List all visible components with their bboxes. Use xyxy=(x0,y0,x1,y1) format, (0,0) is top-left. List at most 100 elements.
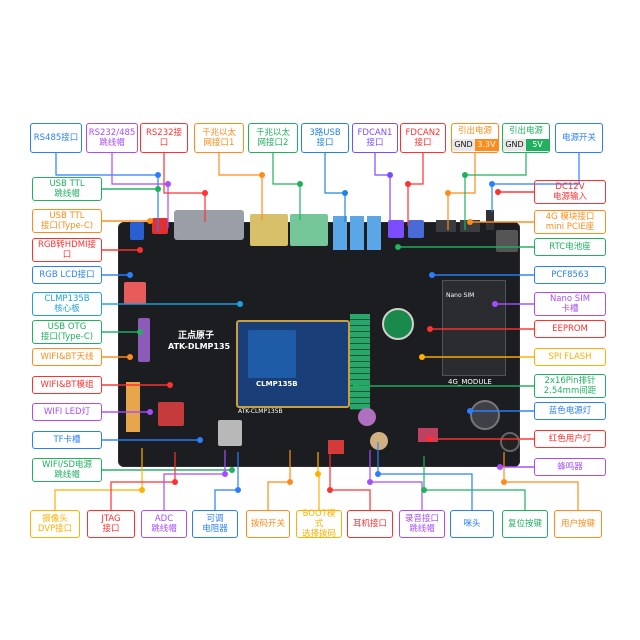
right-label-text-1: 4G 模块接口 mini PCIE座 xyxy=(545,212,595,232)
bottom-callout-dot-2 xyxy=(222,471,228,477)
top-label-text-7: FDCAN2 接口 xyxy=(405,128,441,148)
top-callout-dot-6 xyxy=(387,172,393,178)
top-label-7: FDCAN2 接口 xyxy=(400,123,446,153)
right-label-text-2: RTC电池座 xyxy=(549,242,591,252)
top-label-sub-9-0: GND xyxy=(503,139,526,151)
bottom-label-3: 可调 电阻器 xyxy=(192,510,238,538)
top-callout-line-9 xyxy=(465,153,527,176)
left-label-text-5: USB OTG 接口(Type-C) xyxy=(40,322,94,342)
bottom-callout-dot-3 xyxy=(235,487,241,493)
top-callout-dot-10 xyxy=(489,181,495,187)
core-silk-text: ATK-CLMP135B xyxy=(238,408,283,415)
pcb-board: CLMP135B 正点原子 ATK-DLMP135 ATK-CLMP135B 4… xyxy=(118,210,520,467)
hdmi-connector xyxy=(124,282,146,304)
rs485-connector xyxy=(130,222,144,240)
power-header-5v xyxy=(460,220,480,232)
right-label-6: SPI FLASH xyxy=(534,348,606,366)
top-label-2: RS232接 口 xyxy=(140,123,188,153)
core-board: CLMP135B xyxy=(236,320,350,408)
bottom-label-text-0: 摄像头 DVP接口 xyxy=(37,514,73,534)
left-callout-dot-10 xyxy=(229,467,235,473)
right-label-7: 2x16Pin排针 2.54mm间距 xyxy=(534,374,606,398)
right-label-1: 4G 模块接口 mini PCIE座 xyxy=(534,210,606,234)
left-label-text-9: TF卡槽 xyxy=(53,435,81,445)
bottom-callout-line-1 xyxy=(110,481,175,510)
top-callout-dot-8 xyxy=(445,190,451,196)
bottom-label-text-5: BOOT模式 选择拨码 xyxy=(301,509,336,539)
bottom-label-1: JTAG 接口 xyxy=(87,510,135,538)
top-callout-line-3 xyxy=(218,153,262,176)
bottom-callout-dot-4 xyxy=(287,479,293,485)
top-callout-line-2 xyxy=(163,153,205,194)
bottom-callout-dot-10 xyxy=(501,479,507,485)
top-callout-dot-3 xyxy=(259,172,265,178)
wifi-module xyxy=(158,402,184,426)
right-callout-dot-0 xyxy=(495,189,501,195)
tf-card-slot xyxy=(218,420,242,446)
left-label-5: USB OTG 接口(Type-C) xyxy=(32,320,102,344)
bottom-label-text-9: 复位按键 xyxy=(507,519,542,529)
top-callout-line-5 xyxy=(324,153,345,194)
fdcan2-connector xyxy=(408,220,424,238)
bottom-label-text-3: 可调 电阻器 xyxy=(202,514,228,534)
bottom-label-7: 录音接口 跳线帽 xyxy=(399,510,445,538)
left-callout-dot-0 xyxy=(155,186,161,192)
bottom-callout-line-4 xyxy=(267,481,290,510)
bottom-label-text-10: 用户按键 xyxy=(560,519,595,529)
bottom-callout-line-0 xyxy=(54,489,142,510)
ethernet2-jack xyxy=(290,214,328,246)
top-label-sub-8-0: GND xyxy=(452,139,475,151)
power-switch xyxy=(486,210,494,230)
left-label-3: RGB LCD接口 xyxy=(32,266,102,284)
bottom-label-text-1: JTAG 接口 xyxy=(101,514,121,534)
ethernet1-jack xyxy=(250,214,288,246)
bottom-callout-dot-8 xyxy=(375,471,381,477)
bottom-label-5: BOOT模式 选择拨码 xyxy=(296,509,342,539)
right-label-8: 蓝色电源灯 xyxy=(534,402,606,420)
top-label-3: 千兆以太 网接口1 xyxy=(194,123,244,153)
right-label-text-7: 2x16Pin排针 2.54mm间距 xyxy=(543,376,597,396)
top-callout-dot-5 xyxy=(342,190,348,196)
mini-pcie-slot xyxy=(442,280,506,376)
brand-logo-mark xyxy=(470,400,500,430)
left-label-text-10: WIFI/SD电源 跳线帽 xyxy=(41,460,93,480)
top-callout-line-7 xyxy=(408,153,424,185)
top-callout-dot-1 xyxy=(165,181,171,187)
top-label-text-3: 千兆以太 网接口1 xyxy=(201,128,236,148)
left-label-text-1: USB TTL 接口(Type-C) xyxy=(40,211,94,231)
bottom-label-0: 摄像头 DVP接口 xyxy=(30,510,80,538)
microphone xyxy=(370,432,388,450)
bottom-callout-dot-9 xyxy=(421,487,427,493)
right-label-text-6: SPI FLASH xyxy=(548,352,592,362)
left-label-text-2: RGB转HDMI接 口 xyxy=(37,240,97,260)
top-callout-line-4 xyxy=(272,153,300,185)
left-label-8: WIFI LED灯 xyxy=(32,403,102,421)
top-callout-dot-4 xyxy=(297,181,303,187)
right-label-5: EEPROM xyxy=(534,320,606,338)
bottom-callout-line-10 xyxy=(504,481,579,510)
left-label-4: CLMP135B 核心板 xyxy=(32,292,102,316)
top-label-text-4: 千兆以太 网接口2 xyxy=(255,128,290,148)
bottom-callout-dot-1 xyxy=(172,479,178,485)
bottom-callout-dot-6 xyxy=(327,487,333,493)
top-callout-line-1 xyxy=(111,153,168,185)
audio-jack xyxy=(328,440,344,454)
usb-port-3 xyxy=(367,216,381,250)
bottom-label-text-6: 耳机接口 xyxy=(352,519,387,529)
bottom-label-10: 用户按键 xyxy=(554,510,602,538)
top-callout-line-8 xyxy=(448,153,476,194)
bottom-callout-dot-7 xyxy=(367,479,373,485)
right-label-text-4: Nano SIM 卡槽 xyxy=(549,294,591,314)
bottom-callout-line-7 xyxy=(370,481,423,510)
top-label-text-9: 引出电源 xyxy=(508,126,543,136)
left-label-6: WIFI&BT天线 xyxy=(32,348,102,366)
left-label-0: USB TTL 跳线帽 xyxy=(32,177,102,201)
wifi-antenna xyxy=(126,382,140,432)
left-label-2: RGB转HDMI接 口 xyxy=(32,238,102,262)
top-callout-dot-2 xyxy=(202,190,208,196)
bottom-callout-line-5 xyxy=(318,473,320,510)
rs232-db9 xyxy=(174,210,244,240)
left-label-7: WIFI&BT模组 xyxy=(32,376,102,394)
dc-jack xyxy=(496,230,518,252)
